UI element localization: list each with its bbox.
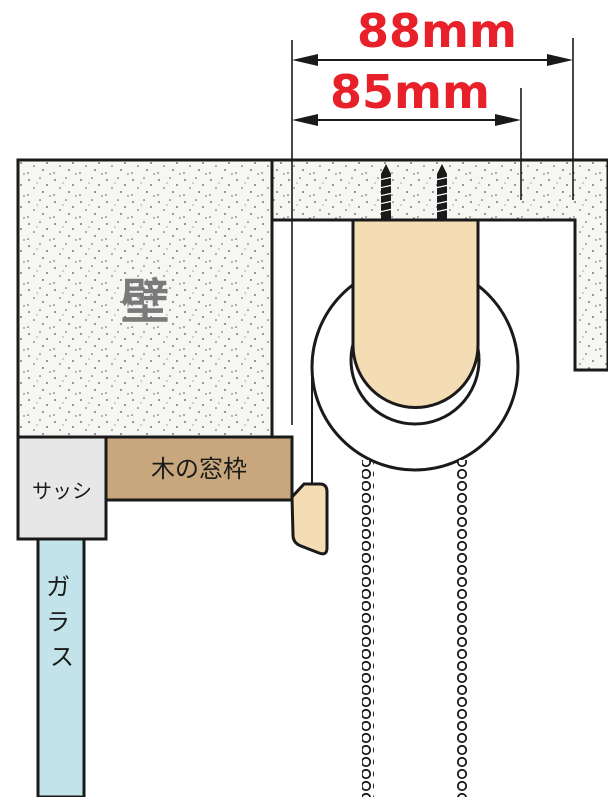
wood-frame-label: 木の窓枠 [151,455,247,483]
bottom-bar-weight [290,482,329,556]
wall-label: 壁 [121,274,169,330]
glass-label-char-2: ラ [46,608,70,636]
glass-pane [36,537,86,797]
screw-left [378,164,394,226]
ball-chain-left [362,460,374,797]
ball-chain-right [457,460,469,797]
screw-right [434,164,450,226]
dimension-85mm [292,114,521,126]
dimension-85mm-label: 85mm [330,65,490,119]
glass-label-char-3: ス [50,643,74,671]
mounting-bracket [351,218,480,409]
sash-label: サッシ [32,479,92,503]
wood-window-frame [104,435,294,502]
dimension-88mm-label: 88mm [357,4,517,58]
dimension-88mm [292,54,573,66]
glass-label-char-1: ガ [46,573,70,601]
glass-label: ガ ラ ス [46,573,78,671]
